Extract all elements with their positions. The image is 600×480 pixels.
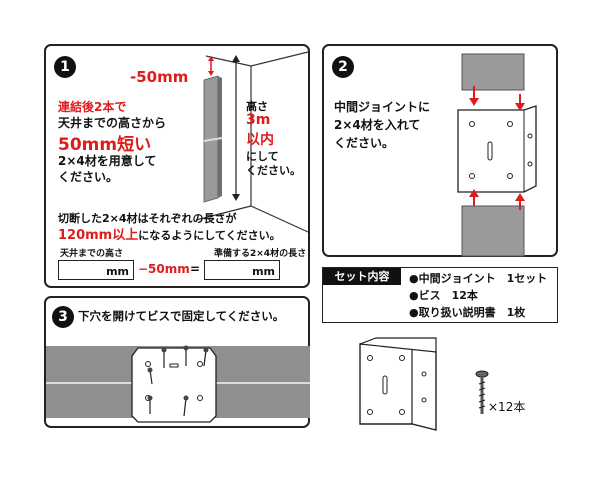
step1-number-badge: 1 xyxy=(54,56,76,78)
step3-text: 下穴を開けてビスで固定してください。 xyxy=(78,309,285,323)
height-label: 高さ xyxy=(246,100,268,113)
step1-panel: 1 -50mm 連結後2本で 天井までの高さから 50mm短い 2×4材を用意し… xyxy=(44,44,310,288)
height-note-2: ください。 xyxy=(246,164,301,177)
step1-big-text: 50mm短い xyxy=(58,135,152,155)
height-note-1: にして xyxy=(246,150,279,163)
minus-50-label: −50mm xyxy=(138,262,190,276)
equals-sign: = xyxy=(190,262,201,276)
screw-count: ×12本 xyxy=(488,400,526,414)
screw-icon xyxy=(475,370,489,414)
set-contents-header: セット内容 xyxy=(323,268,401,285)
joint-insertion-illustration xyxy=(457,53,537,257)
prepare-length-field[interactable]: mm xyxy=(204,260,280,280)
step1-line1: 連結後2本で xyxy=(58,100,127,114)
cut-note-rest: になるようにしてください。 xyxy=(138,229,281,242)
height-value: 3m xyxy=(246,112,271,128)
cut-note-red: 120mm以上 xyxy=(58,228,139,243)
step1-room-illustration xyxy=(195,51,309,233)
set-contents-table: セット内容 ●中間ジョイント 1セット ●ビス 12本 ●取り扱い説明書 1枚 xyxy=(322,267,558,323)
prepare-length-label: 準備する2×4材の長さ xyxy=(214,249,307,259)
set-item-joint: ●中間ジョイント 1セット xyxy=(409,272,548,285)
set-item-manual: ●取り扱い説明書 1枚 xyxy=(409,306,526,319)
step2-line1: 中間ジョイントに xyxy=(334,100,431,114)
step2-panel: 2 中間ジョイントに 2×4材を入れて ください。 xyxy=(322,44,558,257)
cut-note-line2: 120mm以上になるようにしてください。 xyxy=(58,224,281,243)
step3-number-badge: 3 xyxy=(52,306,74,328)
step2-number-badge: 2 xyxy=(332,56,354,78)
ceiling-height-label: 天井までの高さ xyxy=(60,249,124,259)
cut-note-line1: 切断した2×4材はそれぞれの長さが xyxy=(58,212,237,225)
cut-amount-label: -50mm xyxy=(130,68,189,86)
joint-product-illustration xyxy=(359,337,437,431)
step3-panel: 3 下穴を開けてビスで固定してください。 xyxy=(44,296,310,428)
set-item-screws: ●ビス 12本 xyxy=(409,289,478,302)
ceiling-height-field[interactable]: mm xyxy=(58,260,134,280)
height-value-2: 以内 xyxy=(246,132,274,148)
step2-line3: ください。 xyxy=(334,136,395,150)
step1-line2: 天井までの高さから xyxy=(58,116,167,130)
step1-line5: ください。 xyxy=(58,170,119,184)
step1-line4: 2×4材を用意して xyxy=(58,154,157,168)
step2-line2: 2×4材を入れて xyxy=(334,118,421,132)
screw-fixing-illustration xyxy=(46,345,310,423)
